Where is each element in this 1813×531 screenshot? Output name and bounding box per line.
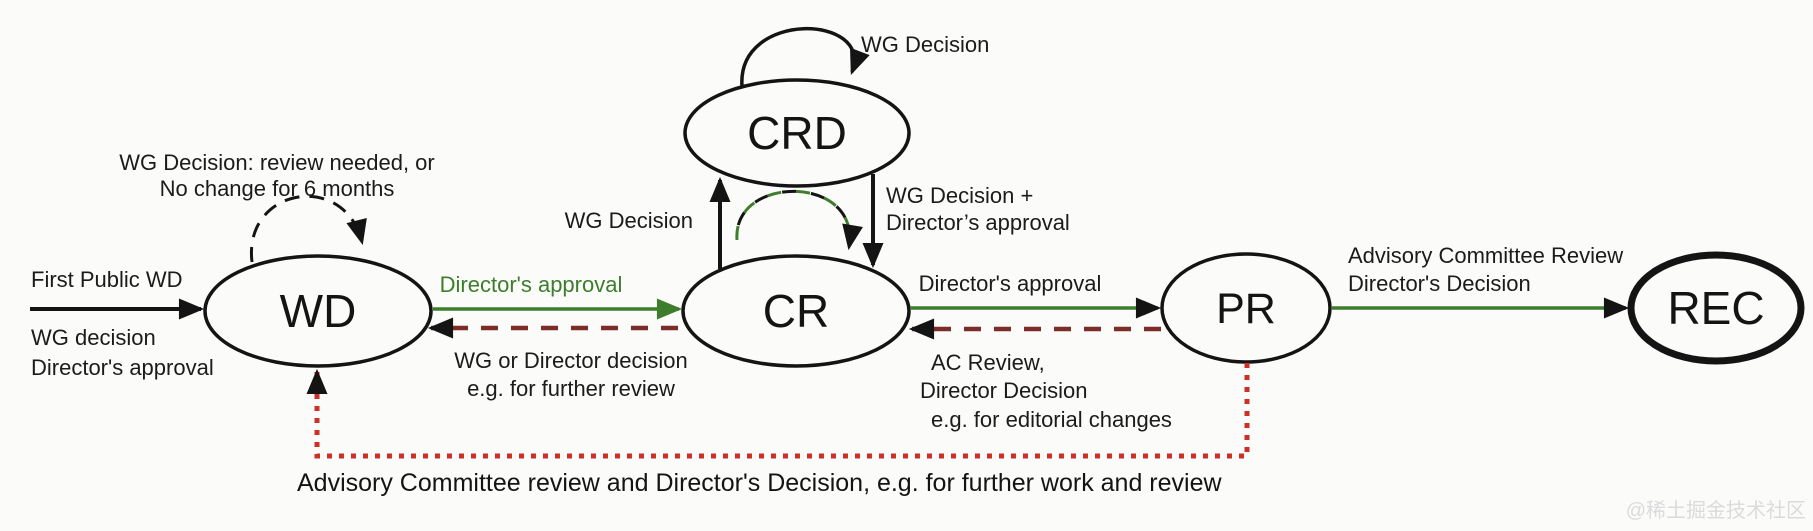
node-cr-label: CR — [763, 285, 829, 337]
node-rec-label: REC — [1667, 282, 1764, 334]
node-cr-ellipse — [681, 254, 911, 368]
crd-to-cr-label-line2: Director’s approval — [886, 210, 1070, 235]
wd-loop-label-line1: WG Decision: review needed, or — [119, 150, 434, 175]
cr-self-loop-arrow-green — [735, 189, 852, 248]
entry-label-below-1: WG decision — [31, 325, 156, 350]
entry-label-below-2: Director's approval — [31, 355, 214, 380]
node-crd-label: CRD — [747, 107, 847, 159]
pr-to-cr-label-line1: AC Review, — [931, 350, 1045, 375]
crd-loop-label: WG Decision — [861, 32, 989, 57]
wd-to-cr-label: Director's approval — [440, 272, 623, 297]
node-pr-ellipse — [1160, 252, 1332, 364]
pr-to-wd-return-label: Advisory Committee review and Director's… — [297, 469, 1222, 497]
node-wd-label: WD — [280, 285, 357, 337]
cr-to-pr-label: Director's approval — [919, 271, 1102, 296]
node-rec-ellipse — [1627, 251, 1805, 365]
pr-to-rec-label-line2: Director's Decision — [1348, 271, 1531, 296]
cr-to-wd-label-line2: e.g. for further review — [467, 376, 675, 401]
cr-to-wd-label-line1: WG or Director decision — [454, 348, 688, 373]
watermark-text: @稀土掘金技术社区 — [1626, 499, 1806, 522]
entry-label-above: First Public WD — [31, 267, 183, 292]
node-crd-ellipse — [683, 78, 911, 188]
wd-loop-label-line2: No change for 6 months — [160, 176, 395, 201]
crd-self-loop-arrow — [740, 26, 870, 87]
node-wd-ellipse — [203, 254, 433, 368]
wd-self-loop-arrow — [250, 194, 367, 263]
crd-to-cr-label-line1: WG Decision + — [886, 183, 1033, 208]
cr-to-crd-label: WG Decision — [565, 208, 693, 233]
node-pr-label: PR — [1216, 285, 1276, 333]
cr-self-loop-arrow — [735, 189, 863, 251]
pr-to-cr-label-line3: e.g. for editorial changes — [931, 407, 1172, 432]
pr-to-cr-label-line2: Director Decision — [920, 378, 1088, 403]
pr-to-rec-label-line1: Advisory Committee Review — [1348, 243, 1623, 268]
